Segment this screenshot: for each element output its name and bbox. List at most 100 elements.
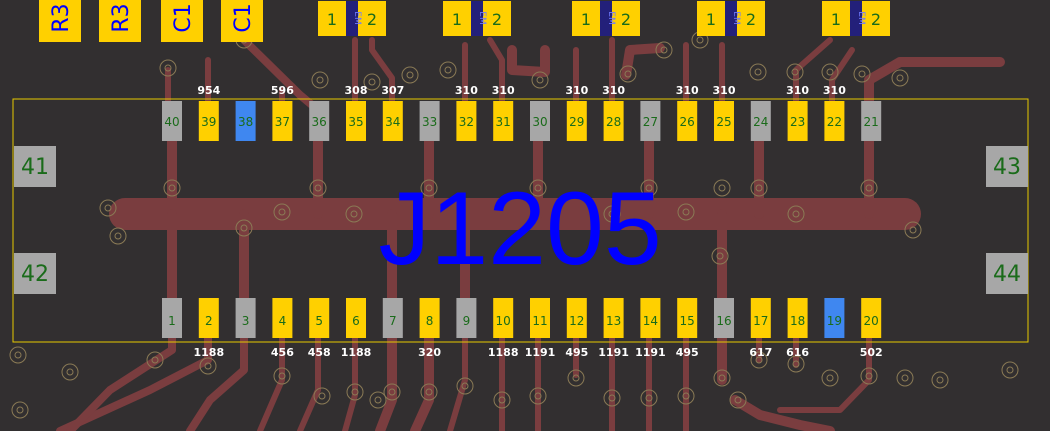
via [493, 391, 511, 409]
via [749, 63, 767, 81]
connector-pad[interactable] [198, 101, 219, 141]
ferrite-pad[interactable] [483, 1, 511, 36]
via [713, 369, 731, 387]
ferrite-pin-number: 1 [831, 10, 841, 29]
via-drill [318, 392, 326, 400]
ferrite-pad[interactable] [318, 1, 346, 36]
connector-pad[interactable] [493, 298, 514, 338]
mount-pad[interactable] [14, 146, 56, 187]
connector-pad[interactable] [640, 101, 661, 141]
connector-pad[interactable] [309, 101, 330, 141]
connector-pad[interactable] [750, 101, 771, 141]
via [1001, 361, 1019, 379]
connector-pad[interactable] [640, 298, 661, 338]
net-label: 1188 [193, 346, 224, 359]
pad-number: 39 [201, 115, 216, 129]
mount-pad[interactable] [14, 253, 56, 294]
connector-pad[interactable] [787, 298, 808, 338]
connector-outline [12, 98, 1029, 343]
connector-pad[interactable] [677, 101, 698, 141]
via-drill [826, 68, 834, 76]
connector-pad[interactable] [861, 298, 882, 338]
via [619, 65, 637, 83]
component-pad[interactable] [99, 0, 141, 42]
net-label: 310 [823, 84, 846, 97]
connector-pad[interactable] [493, 101, 514, 141]
pad-number: 3 [242, 314, 250, 328]
connector-pad[interactable] [456, 101, 477, 141]
connector-pad[interactable] [677, 298, 698, 338]
connector-pad[interactable] [382, 298, 403, 338]
connector-pad[interactable] [530, 101, 550, 141]
ferrite-pad[interactable] [862, 1, 890, 36]
ferrite-pad[interactable] [612, 1, 640, 36]
connector-pad[interactable] [714, 101, 734, 141]
ferrite-pad[interactable] [358, 1, 386, 36]
connector-pad[interactable] [714, 298, 734, 338]
connector-pad[interactable] [456, 298, 477, 338]
connector-pad[interactable] [419, 298, 440, 338]
pad-number: 15 [680, 314, 695, 328]
ferrite-pad[interactable] [822, 1, 850, 36]
connector-pad[interactable] [162, 101, 182, 141]
connector-pad[interactable] [750, 298, 771, 338]
component-pad[interactable] [39, 0, 81, 42]
connector-pad[interactable] [603, 298, 624, 338]
connector-pad[interactable] [824, 298, 845, 338]
net-label: 1188 [488, 346, 519, 359]
ferrite-pad[interactable] [737, 1, 765, 36]
connector-pad[interactable] [787, 101, 808, 141]
connector-pad[interactable] [272, 298, 293, 338]
connector-pad[interactable] [198, 298, 219, 338]
connector-pad[interactable] [566, 298, 587, 338]
connector-pad[interactable] [235, 298, 256, 338]
connector-pad[interactable] [566, 101, 587, 141]
via [420, 179, 438, 197]
via [931, 371, 949, 389]
via [729, 391, 747, 409]
via [603, 389, 621, 407]
via [456, 377, 474, 395]
via-drill [734, 396, 742, 404]
trace [621, 43, 665, 80]
connector-pad[interactable] [346, 298, 366, 338]
via [640, 389, 658, 407]
connector-pad[interactable] [603, 101, 624, 141]
ferrite-body [600, 1, 612, 36]
connector-pad[interactable] [382, 101, 403, 141]
via-drill [865, 184, 873, 192]
mount-pad[interactable] [986, 146, 1028, 187]
via-drill [374, 396, 382, 404]
connector-pad[interactable] [861, 101, 882, 141]
connector-pad[interactable] [235, 101, 256, 141]
via-drill [534, 184, 542, 192]
connector-pad[interactable] [272, 101, 293, 141]
connector-pad[interactable] [530, 298, 550, 338]
ferrite-pad[interactable] [697, 1, 725, 36]
ferrite-body-label: EM [477, 11, 487, 24]
component-pad[interactable] [161, 0, 203, 42]
net-label: 1191 [525, 346, 556, 359]
via-drill [645, 394, 653, 402]
connector-pad[interactable] [309, 298, 330, 338]
via [529, 179, 547, 197]
connector-pad[interactable] [419, 101, 440, 141]
ferrite-pad[interactable] [443, 1, 471, 36]
via-drill [791, 68, 799, 76]
connector-pad[interactable] [346, 101, 366, 141]
component-pad[interactable] [221, 0, 263, 42]
via-drill [14, 351, 22, 359]
net-label: 320 [418, 346, 441, 359]
connector-pad[interactable] [824, 101, 845, 141]
via-drill [461, 382, 469, 390]
mount-pad[interactable] [986, 253, 1028, 294]
via [750, 179, 768, 197]
via-drill [755, 184, 763, 192]
ferrite-pad[interactable] [572, 1, 600, 36]
via [109, 227, 127, 245]
connector-pad[interactable] [162, 298, 182, 338]
net-label: 954 [197, 84, 220, 97]
via-drill [754, 68, 762, 76]
